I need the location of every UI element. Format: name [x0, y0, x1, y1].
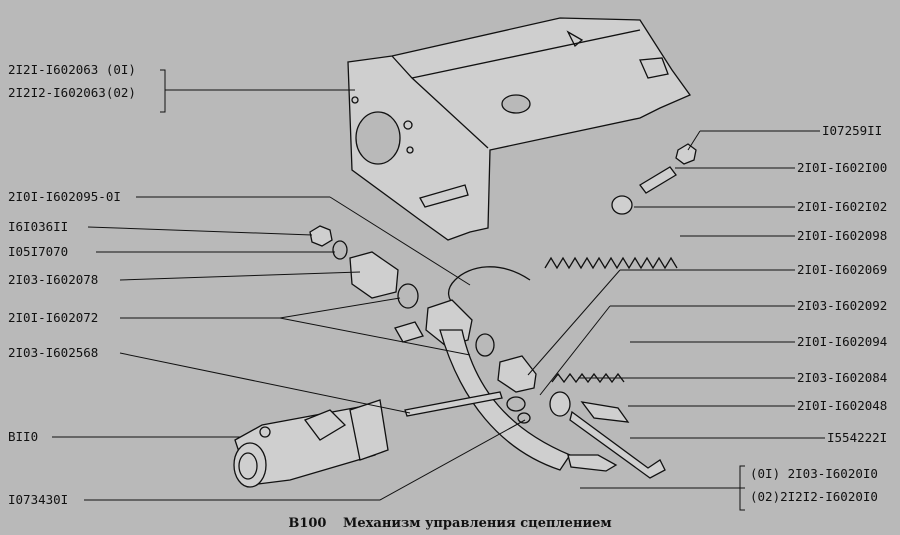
pivot-pin-shape	[404, 391, 503, 417]
label-bushing-2: 2I0I-I602072	[8, 310, 99, 325]
label-bracket-1: 2I2I-I602063 (0I)	[8, 62, 136, 77]
right-small-parts	[506, 372, 666, 479]
label-bracket-2: 2I2I2-I602063(02)	[8, 85, 136, 100]
label-nut-top: I07259II	[822, 123, 883, 138]
label-bolt-long: I554222I	[827, 430, 888, 445]
figure-caption: B100 Механизм управления сцеплением	[0, 516, 900, 531]
label-nut: I6I036II	[8, 219, 69, 234]
bushing-stack	[309, 225, 537, 393]
label-master-cylinder: BII0	[8, 429, 39, 444]
pedal-bracket	[347, 17, 691, 241]
spring-clip-shape	[447, 266, 531, 306]
label-spring-small: 2I0I-I602094	[797, 334, 888, 349]
label-spring-top: 2I0I-I602098	[797, 228, 888, 243]
label-bushing-1: 2I03-I602078	[8, 272, 99, 287]
label-washer-r: 2I03-I602092	[797, 298, 888, 313]
master-cylinder-shape	[233, 399, 389, 488]
label-washer-r2: 2I03-I602084	[797, 370, 888, 385]
caption-code: B100	[288, 516, 327, 531]
label-screw: 2I0I-I602I00	[797, 160, 888, 175]
label-spring-clip: 2I0I-I602095-0I	[8, 189, 121, 204]
label-pin: 2I03-I602568	[8, 345, 99, 360]
return-spring-shape	[544, 256, 678, 270]
label-washer: I05I7070	[8, 244, 69, 259]
label-cap: 2I0I-I602I02	[797, 199, 888, 214]
label-bolt: I073430I	[8, 492, 69, 507]
label-sleeve: 2I0I-I602069	[797, 262, 888, 277]
label-pad: 2I0I-I602048	[797, 398, 888, 413]
adjust-screw-group	[611, 143, 697, 215]
clutch-pedal	[394, 321, 618, 472]
label-pedal-1: (0I) 2I03-I6020I0	[750, 466, 878, 481]
label-pedal-2: (02)2I2I2-I6020I0	[750, 489, 878, 504]
leader-lines	[52, 69, 825, 511]
caption-title: Механизм управления сцеплением	[342, 516, 612, 531]
